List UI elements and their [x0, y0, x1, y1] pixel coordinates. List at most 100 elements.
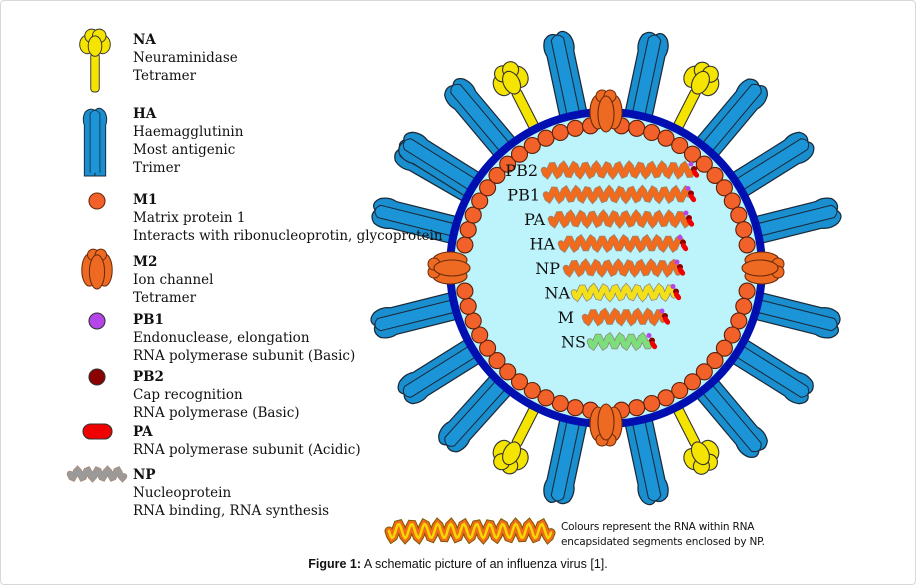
- m1-bead: [706, 166, 724, 184]
- m1-bead: [566, 399, 584, 417]
- m1-bead: [471, 192, 489, 210]
- m1-bead: [628, 399, 646, 417]
- pb1-dot-icon: [88, 312, 106, 330]
- note-line-1: Colours represent the RNA within RNA: [561, 521, 755, 533]
- ha-spike: [540, 28, 590, 122]
- legend-title: PB1: [133, 312, 164, 328]
- pb1-dot: [677, 235, 683, 240]
- legend-item-ha: HA Haemagglutinin Most antigenic Trimer: [133, 105, 243, 177]
- rna-segment-pb1: PB1: [507, 184, 697, 205]
- legend-title: HA: [133, 106, 157, 122]
- segment-label: PA: [524, 210, 545, 229]
- legend-line: Haemagglutinin: [133, 124, 244, 140]
- m1-bead: [488, 166, 506, 184]
- m1-bead: [537, 389, 555, 407]
- legend-line: Neuraminidase: [133, 50, 238, 66]
- legend-line: Most antigenic: [133, 142, 236, 158]
- legend-line: Matrix protein 1: [133, 210, 246, 226]
- legend-line: RNA polymerase subunit (Basic): [133, 348, 356, 364]
- legend-item-na: NA Neuraminidase Tetramer: [133, 31, 238, 85]
- segment-label: NP: [535, 259, 560, 278]
- legend-line: Interacts with ribonucleoprotin, glycopr…: [133, 228, 443, 244]
- rna-colour-note: Colours represent the RNA within RNA enc…: [561, 520, 765, 550]
- pa-pill: [688, 193, 697, 203]
- rna-segment-pa: PA: [524, 209, 695, 230]
- rna-segment-ns: NS: [561, 331, 658, 352]
- rna-key-coil-core: [387, 522, 553, 540]
- rna-coil: [571, 283, 677, 302]
- legend-item-np: NP Nucleoprotein RNA binding, RNA synthe…: [133, 466, 329, 520]
- legend-line: Cap recognition: [133, 387, 243, 403]
- pa-pill: [691, 169, 700, 178]
- legend-line: Tetramer: [133, 68, 197, 84]
- rna-coil: [548, 210, 690, 228]
- m1-bead: [643, 394, 661, 413]
- m1-bead: [715, 179, 733, 197]
- legend-line: Ion channel: [133, 272, 214, 288]
- m1-bead: [459, 221, 477, 239]
- m1-bead: [643, 123, 661, 142]
- pb2-dot-icon: [88, 368, 106, 386]
- m2-ion-channel: [741, 251, 785, 285]
- pb1-dot: [688, 161, 694, 167]
- na-tetramer-icon: [79, 28, 111, 93]
- m1-bead: [479, 339, 497, 357]
- pa-pill: [649, 340, 658, 350]
- rna-segment-na: NA: [544, 282, 682, 303]
- pa-pill: [677, 267, 686, 276]
- segment-label: PB2: [505, 161, 538, 180]
- legend-item-m1: M1 Matrix protein 1 Interacts with ribon…: [133, 191, 443, 245]
- m1-bead: [706, 352, 724, 370]
- legend-item-pa: PA RNA polymerase subunit (Acidic): [133, 423, 361, 459]
- np-coil: [67, 466, 127, 482]
- m1-bead: [523, 136, 541, 155]
- ha-trimer-icon: [82, 107, 108, 177]
- pb1-dot: [685, 186, 691, 191]
- m1-bead: [735, 297, 753, 315]
- ha-spike: [622, 28, 672, 122]
- m1-bead: [657, 389, 675, 407]
- pa-pill: [662, 316, 671, 325]
- rna-coil: [582, 308, 666, 326]
- m1-bead: [523, 381, 541, 400]
- m1-bead: [683, 373, 702, 391]
- m2-ion-channel: [427, 251, 471, 285]
- rna-segment-ha: HA: [529, 233, 689, 254]
- caption-label: Figure 1:: [308, 557, 362, 571]
- m1-bead: [488, 352, 506, 370]
- m2-ion-channel: [589, 89, 623, 133]
- m1-bead: [738, 236, 756, 254]
- legend-title: NP: [133, 467, 156, 483]
- m1-bead: [537, 129, 555, 147]
- rna-colour-key-coil: [384, 517, 556, 545]
- pa-pill: [686, 218, 695, 227]
- m1-bead: [510, 373, 529, 391]
- m1-bead: [695, 155, 713, 173]
- m1-bead: [456, 236, 474, 254]
- m1-bead: [723, 192, 741, 210]
- legend-line: Nucleoprotein: [133, 485, 232, 501]
- segment-label: M: [558, 308, 574, 327]
- pa-pill: [673, 291, 682, 301]
- rna-coil: [563, 259, 681, 277]
- m1-bead: [456, 282, 474, 300]
- m1-bead: [628, 119, 646, 137]
- legend-title: NA: [133, 32, 156, 48]
- matrix-protein-layer: [456, 117, 756, 419]
- m2-channel-icon: [81, 248, 113, 290]
- m2-ion-channel: [589, 403, 623, 447]
- m1-bead: [671, 136, 689, 155]
- legend-title: PB2: [133, 369, 164, 385]
- m1-sphere-icon: [88, 192, 106, 210]
- m1-bead: [671, 381, 689, 400]
- legend-item-pb2: PB2 Cap recognition RNA polymerase (Basi…: [133, 368, 300, 422]
- rna-coil: [558, 235, 684, 252]
- m1-bead: [459, 297, 477, 315]
- note-line-2: encapsidated segments enclosed by NP.: [561, 536, 765, 548]
- rna-segment-pb2: PB2: [505, 160, 700, 180]
- ha-spike: [622, 414, 672, 508]
- m1-bead: [499, 363, 517, 381]
- ha-spike: [751, 194, 844, 246]
- m1-bead: [464, 312, 482, 330]
- m1-bead: [723, 326, 741, 344]
